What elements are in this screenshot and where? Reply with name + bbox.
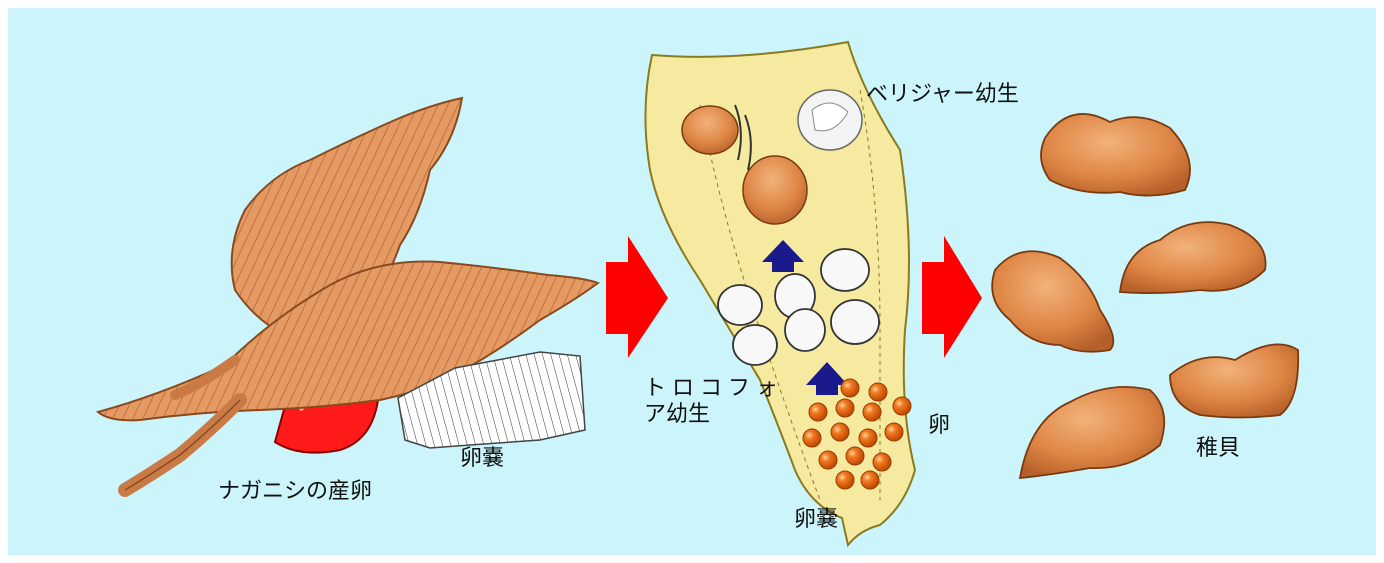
label-egg: 卵: [928, 414, 950, 438]
label-veliger: ベリジャー幼生: [866, 83, 1019, 107]
label-egg-capsule-bottom: 卵嚢: [794, 508, 838, 532]
juvenile-shells: [992, 114, 1298, 478]
juvenile-shell: [1041, 114, 1190, 196]
egg-capsule-section: [645, 42, 915, 545]
juvenile-shell: [1170, 344, 1298, 417]
juvenile-shell: [1120, 222, 1266, 293]
label-trochophore-line1: トロコフォ: [644, 377, 784, 401]
veliger-larva: [682, 106, 738, 154]
label-juvenile: 稚貝: [1196, 437, 1240, 461]
label-egg-capsule-left: 卵嚢: [460, 447, 504, 471]
label-trochophore-line2: ア幼生: [644, 403, 710, 427]
red-arrow-icon: [922, 236, 982, 358]
juvenile-shell: [992, 251, 1113, 351]
veliger-larva: [743, 156, 807, 224]
whelk-spawning-illustration: [98, 98, 598, 490]
label-spawning: ナガニシの産卵: [218, 480, 372, 504]
red-arrow-icon: [606, 236, 668, 358]
juvenile-shell: [1020, 387, 1164, 478]
